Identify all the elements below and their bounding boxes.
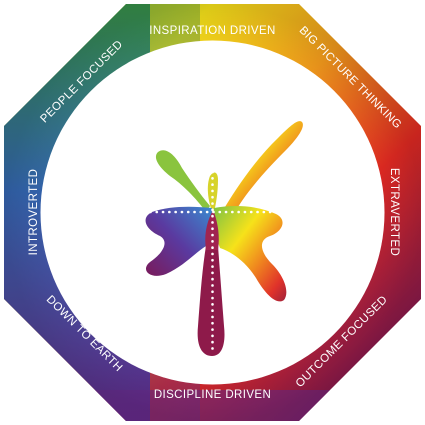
label-introverted: INTROVERTED <box>28 169 40 256</box>
label-discipline-driven: DISCIPLINE DRIVEN <box>154 389 271 401</box>
label-inspiration-driven: INSPIRATION DRIVEN <box>149 25 275 37</box>
label-extraverted: EXTRAVERTED <box>388 168 400 256</box>
dotted-axes <box>98 170 302 356</box>
paint-splash <box>145 121 303 356</box>
